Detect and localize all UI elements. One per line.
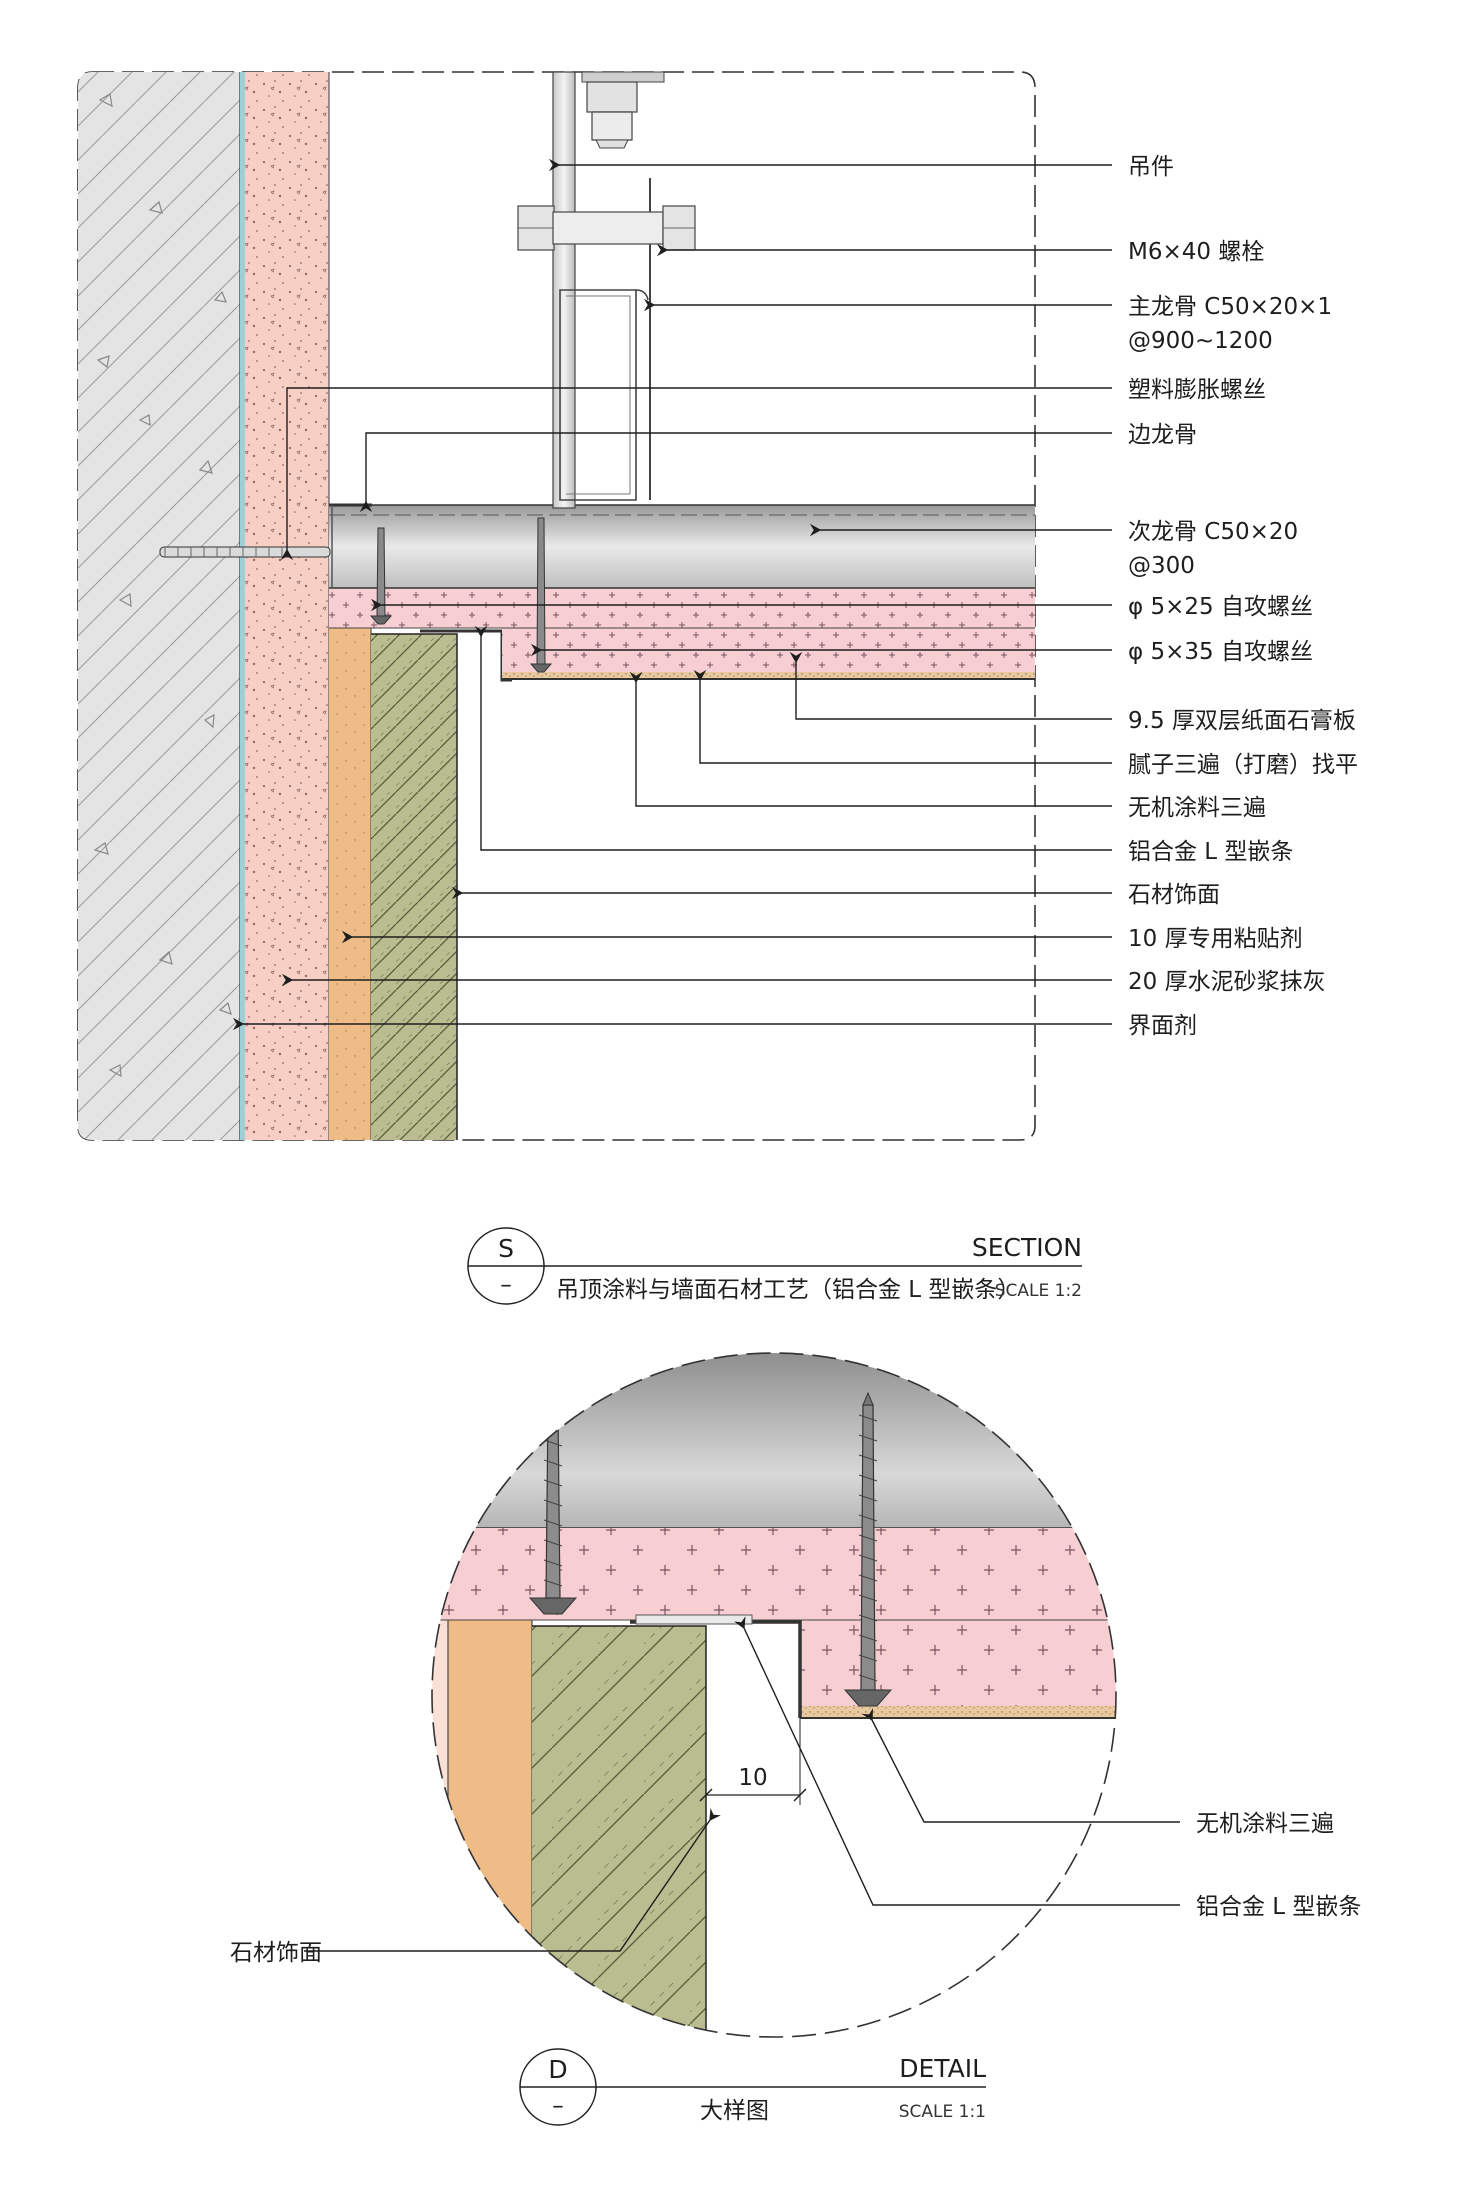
label-stone: 石材饰面 xyxy=(1128,882,1220,908)
detail-adhesive xyxy=(448,1620,532,2037)
detail-kind: DETAIL xyxy=(899,2054,986,2083)
label-interface-agent: 界面剂 xyxy=(1128,1013,1197,1039)
label-screw-25: φ 5×25 自攻螺丝 xyxy=(1128,594,1313,620)
secondary-keel xyxy=(329,505,1035,588)
hanger-assembly xyxy=(517,71,696,509)
detail-name: 大样图 xyxy=(700,2098,769,2124)
detail-symbol: D xyxy=(548,2055,567,2084)
section-name: 吊顶涂料与墙面石材工艺（铝合金 L 型嵌条） xyxy=(556,1277,1020,1303)
detail-screws xyxy=(528,1391,893,1707)
self-tapping-screws xyxy=(369,517,553,673)
label-screw-35: φ 5×35 自攻螺丝 xyxy=(1128,639,1313,665)
concrete-wall xyxy=(78,72,240,1140)
detail-dimension: 10 xyxy=(699,1718,807,1805)
label-main-keel: 主龙骨 C50×20×1 xyxy=(1128,294,1332,320)
section-symbol: S xyxy=(498,1234,514,1263)
section-leaders xyxy=(232,158,1112,1031)
detail-mortar xyxy=(432,1620,448,2037)
detail-board-upper xyxy=(432,1528,1116,1620)
label-adhesive: 10 厚专用粘贴剂 xyxy=(1128,926,1303,952)
interface-agent-layer xyxy=(240,72,245,1140)
label-hanger: 吊件 xyxy=(1128,154,1174,180)
detail-circle xyxy=(431,1352,1117,2038)
detail-scale: SCALE 1:1 xyxy=(899,2102,986,2122)
label-main-keel-spacing: @900~1200 xyxy=(1128,328,1273,354)
label-bolt: M6×40 螺栓 xyxy=(1128,239,1264,265)
label-expansion-bolt: 塑料膨胀螺丝 xyxy=(1128,377,1266,403)
adhesive-layer xyxy=(329,628,371,1140)
label-secondary-keel: 次龙骨 C50×20 xyxy=(1128,519,1298,545)
concrete-aggregate xyxy=(93,93,232,1078)
detail-label-trim: 铝合金 L 型嵌条 xyxy=(1196,1894,1361,1920)
detail-label-coating: 无机涂料三遍 xyxy=(1196,1811,1334,1837)
section-kind: SECTION xyxy=(972,1233,1082,1262)
label-coating: 无机涂料三遍 xyxy=(1128,795,1266,821)
label-edge-keel: 边龙骨 xyxy=(1128,422,1197,448)
section-label-group: 吊件 M6×40 螺栓 主龙骨 C50×20×1 @900~1200 塑料膨胀螺… xyxy=(1128,154,1358,1039)
section-symbol-sub: – xyxy=(500,1272,512,1298)
detail-title-block: D – DETAIL 大样图 SCALE 1:1 xyxy=(519,2048,986,2126)
gypsum-board-upper xyxy=(329,588,1035,628)
detail-putty xyxy=(800,1706,1116,1718)
detail-stone xyxy=(532,1626,706,2037)
stone-cladding xyxy=(371,634,457,1140)
plastic-expansion-bolt xyxy=(159,546,331,558)
dimension-value: 10 xyxy=(738,1765,767,1791)
section-scale: SCALE 1:2 xyxy=(995,1281,1082,1301)
label-putty: 腻子三遍（打磨）找平 xyxy=(1128,752,1358,778)
mortar-layer xyxy=(245,72,329,1140)
label-gypsum-board: 9.5 厚双层纸面石膏板 xyxy=(1128,708,1356,734)
label-l-trim: 铝合金 L 型嵌条 xyxy=(1128,839,1293,865)
detail-label-stone: 石材饰面 xyxy=(230,1940,322,1966)
section-title-block: S – SECTION 吊顶涂料与墙面石材工艺（铝合金 L 型嵌条） SCALE… xyxy=(467,1227,1082,1305)
label-mortar: 20 厚水泥砂浆抹灰 xyxy=(1128,969,1326,995)
label-secondary-keel-spacing: @300 xyxy=(1128,553,1195,579)
putty-coating xyxy=(502,672,1035,679)
detail-symbol-sub: – xyxy=(552,2093,564,2119)
section-drawing xyxy=(77,71,1036,1141)
detail-drawing: 10 无机涂料三遍 铝合金 L 型嵌条 石材饰面 xyxy=(230,1352,1361,2038)
detail-keel xyxy=(432,1353,1116,1528)
